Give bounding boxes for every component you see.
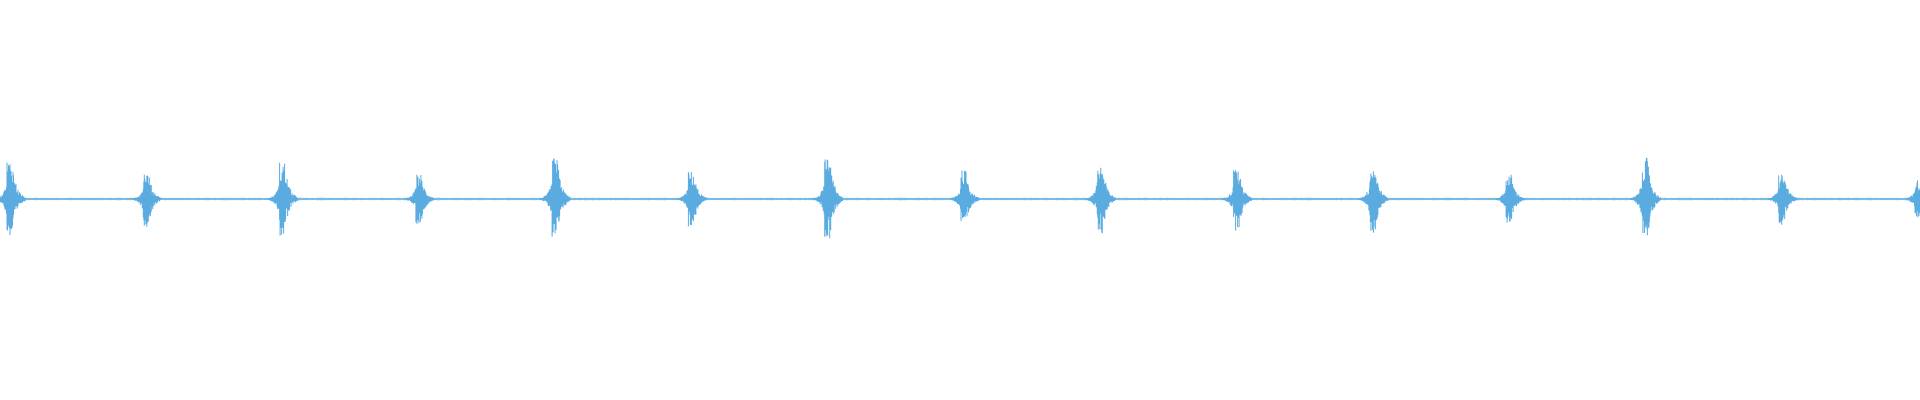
waveform-burst bbox=[539, 158, 571, 237]
waveform-burst bbox=[1629, 157, 1661, 236]
waveform-burst bbox=[812, 159, 844, 239]
waveform-burst bbox=[1221, 170, 1253, 231]
waveform-burst bbox=[130, 174, 162, 227]
waveform-burst bbox=[1493, 174, 1525, 223]
waveform-burst bbox=[1357, 171, 1389, 233]
waveform-burst bbox=[403, 174, 435, 224]
waveform-burst bbox=[0, 162, 26, 236]
waveform-burst bbox=[675, 171, 707, 227]
waveform-burst bbox=[948, 170, 980, 221]
waveform-burst bbox=[1766, 174, 1798, 225]
waveform-burst bbox=[267, 162, 299, 236]
waveform-burst bbox=[1902, 180, 1920, 218]
waveform-burst bbox=[1084, 167, 1116, 234]
